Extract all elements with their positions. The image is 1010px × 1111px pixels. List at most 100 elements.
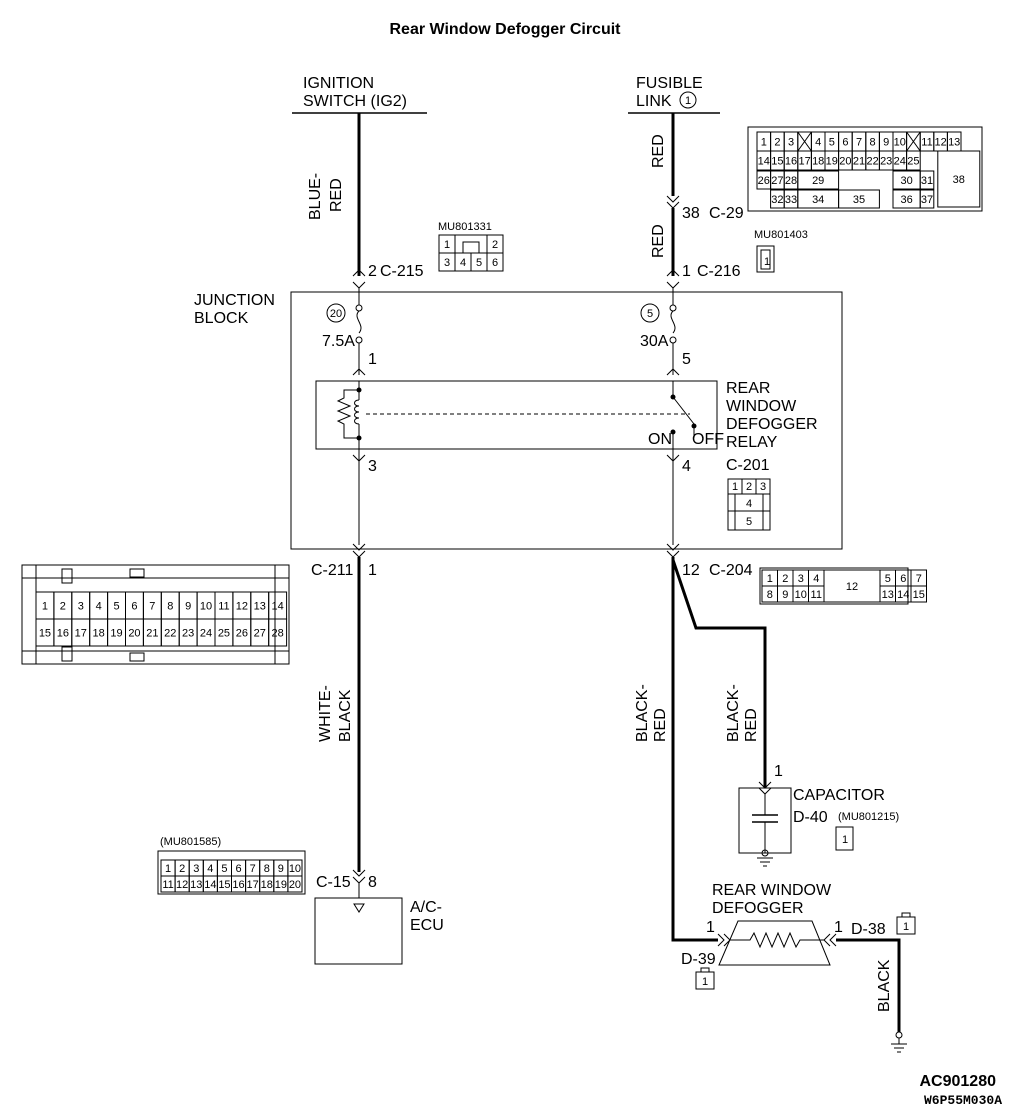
- drawing-code: W6P55M030A: [924, 1093, 1002, 1108]
- connector-pin: 5: [113, 601, 119, 613]
- connector-pin: 10: [795, 589, 807, 601]
- diagram-title: Rear Window Defogger Circuit: [390, 21, 622, 38]
- connector-pin: 22: [164, 628, 176, 640]
- d39-pin: 1: [706, 919, 715, 936]
- connector-pin: 5: [885, 573, 891, 585]
- wire-label-black-ground: BLACK: [876, 959, 893, 1012]
- junction-label-line2: BLOCK: [194, 310, 249, 327]
- connector-pin: 18: [261, 879, 273, 891]
- connector-pin: 11: [218, 601, 229, 613]
- d38-face: [896, 916, 916, 935]
- c215-arrow-down: [352, 281, 366, 289]
- c215-cell: 5: [476, 257, 482, 269]
- fusible-number-circle: [679, 91, 697, 109]
- c29-pin: 38: [682, 205, 700, 222]
- connector-pin: 17: [75, 628, 87, 640]
- c201-label: C-201: [726, 457, 770, 474]
- connector-pin: 25: [907, 156, 919, 168]
- c215-cell: 6: [492, 257, 498, 269]
- connector-pin: 7: [916, 573, 922, 585]
- connector-pin: 27: [771, 175, 783, 187]
- ecu-label-line2: ECU: [410, 917, 444, 934]
- defogger-label-line1: REAR WINDOW: [712, 882, 832, 899]
- ignition-label-line2: SWITCH (IG2): [303, 93, 407, 110]
- connector-pin: 34: [812, 194, 824, 206]
- connector-pin: 3: [798, 573, 804, 585]
- connector-pin: 15: [218, 879, 230, 891]
- defogger-heater-resistor: [730, 931, 824, 949]
- connector-pin: 11: [811, 589, 822, 601]
- relay-label-line1: REAR: [726, 380, 770, 397]
- connector-pin: 19: [826, 156, 838, 168]
- connector-pin: 35: [853, 194, 865, 206]
- fuse-20-rating: 7.5A: [322, 333, 355, 350]
- fusible-number: 1: [685, 95, 691, 107]
- connector-pin: 6: [842, 137, 848, 149]
- connector-pin: 14: [272, 601, 284, 613]
- connector-pin: 2: [60, 601, 66, 613]
- fuse-5-out-pin: 5: [682, 351, 691, 368]
- connector-pin: 7: [250, 863, 256, 875]
- connector-pin: 24: [200, 628, 212, 640]
- connector-pin: 15: [39, 628, 51, 640]
- fuse-20-number: 20: [330, 308, 342, 320]
- connector-pin: 4: [815, 137, 821, 149]
- connector-pin: 18: [93, 628, 105, 640]
- connector-pin: 17: [798, 156, 810, 168]
- ecu-input-marker: [353, 903, 365, 913]
- c215-cell: 1: [444, 239, 450, 251]
- connector-pin: 9: [278, 863, 284, 875]
- c29-face: [747, 126, 983, 212]
- c216-part-number: MU801403: [754, 229, 808, 241]
- connector-pin: 6: [131, 601, 137, 613]
- connector-pin: 20: [839, 156, 851, 168]
- connector-pin: 3: [193, 863, 199, 875]
- fusible-label-line2: LINK: [636, 93, 672, 110]
- wire-label-red: RED: [328, 178, 345, 212]
- connector-pin: 12: [176, 879, 188, 891]
- c204-label: C-204: [709, 562, 753, 579]
- c211-pin: 1: [368, 562, 377, 579]
- relay-on-label: ON: [648, 431, 672, 448]
- junction-block: [290, 291, 843, 550]
- connector-pin: 20: [128, 628, 140, 640]
- relay-switch-arm: [672, 396, 695, 425]
- c216-label: C-216: [697, 263, 741, 280]
- c216-cell: 1: [764, 256, 770, 268]
- wire-label-main-black: BLACK-: [634, 684, 651, 742]
- junction-label-line1: JUNCTION: [194, 292, 275, 309]
- connector-pin: 1: [761, 137, 767, 149]
- connector-pin: 2: [782, 573, 788, 585]
- c216-pin: 1: [682, 263, 691, 280]
- c216-arrow-down: [666, 281, 680, 289]
- wire-label-branch-red: RED: [743, 708, 760, 742]
- connector-pin: 32: [771, 194, 783, 206]
- d38-label: D-38: [851, 921, 886, 938]
- connector-pin: 21: [146, 628, 158, 640]
- connector-pin: 14: [758, 156, 770, 168]
- d40-face: [835, 826, 854, 851]
- relay-box: [315, 380, 718, 450]
- connector-pin: 10: [200, 601, 212, 613]
- connector-pin: 16: [232, 879, 244, 891]
- connector-pin: 16: [57, 628, 69, 640]
- c215-arrow-up: [352, 269, 366, 277]
- connector-pin: 25: [218, 628, 230, 640]
- connector-pin: 13: [882, 589, 894, 601]
- fusible-label-line1: FUSIBLE: [636, 75, 703, 92]
- c29-label: C-29: [709, 205, 744, 222]
- c201-cell: 2: [746, 481, 752, 493]
- c15-label: C-15: [316, 874, 351, 891]
- connector-pin: 37: [921, 194, 933, 206]
- relay-resistor: [336, 389, 359, 439]
- connector-pin: 15: [913, 589, 925, 601]
- connector-pin: 10: [894, 137, 906, 149]
- relay-label-line3: DEFOGGER: [726, 416, 818, 433]
- connector-pin: 9: [782, 589, 788, 601]
- d39-cell: 1: [702, 976, 708, 988]
- fuse-20-element: [356, 310, 362, 334]
- c215-cell: 4: [460, 257, 466, 269]
